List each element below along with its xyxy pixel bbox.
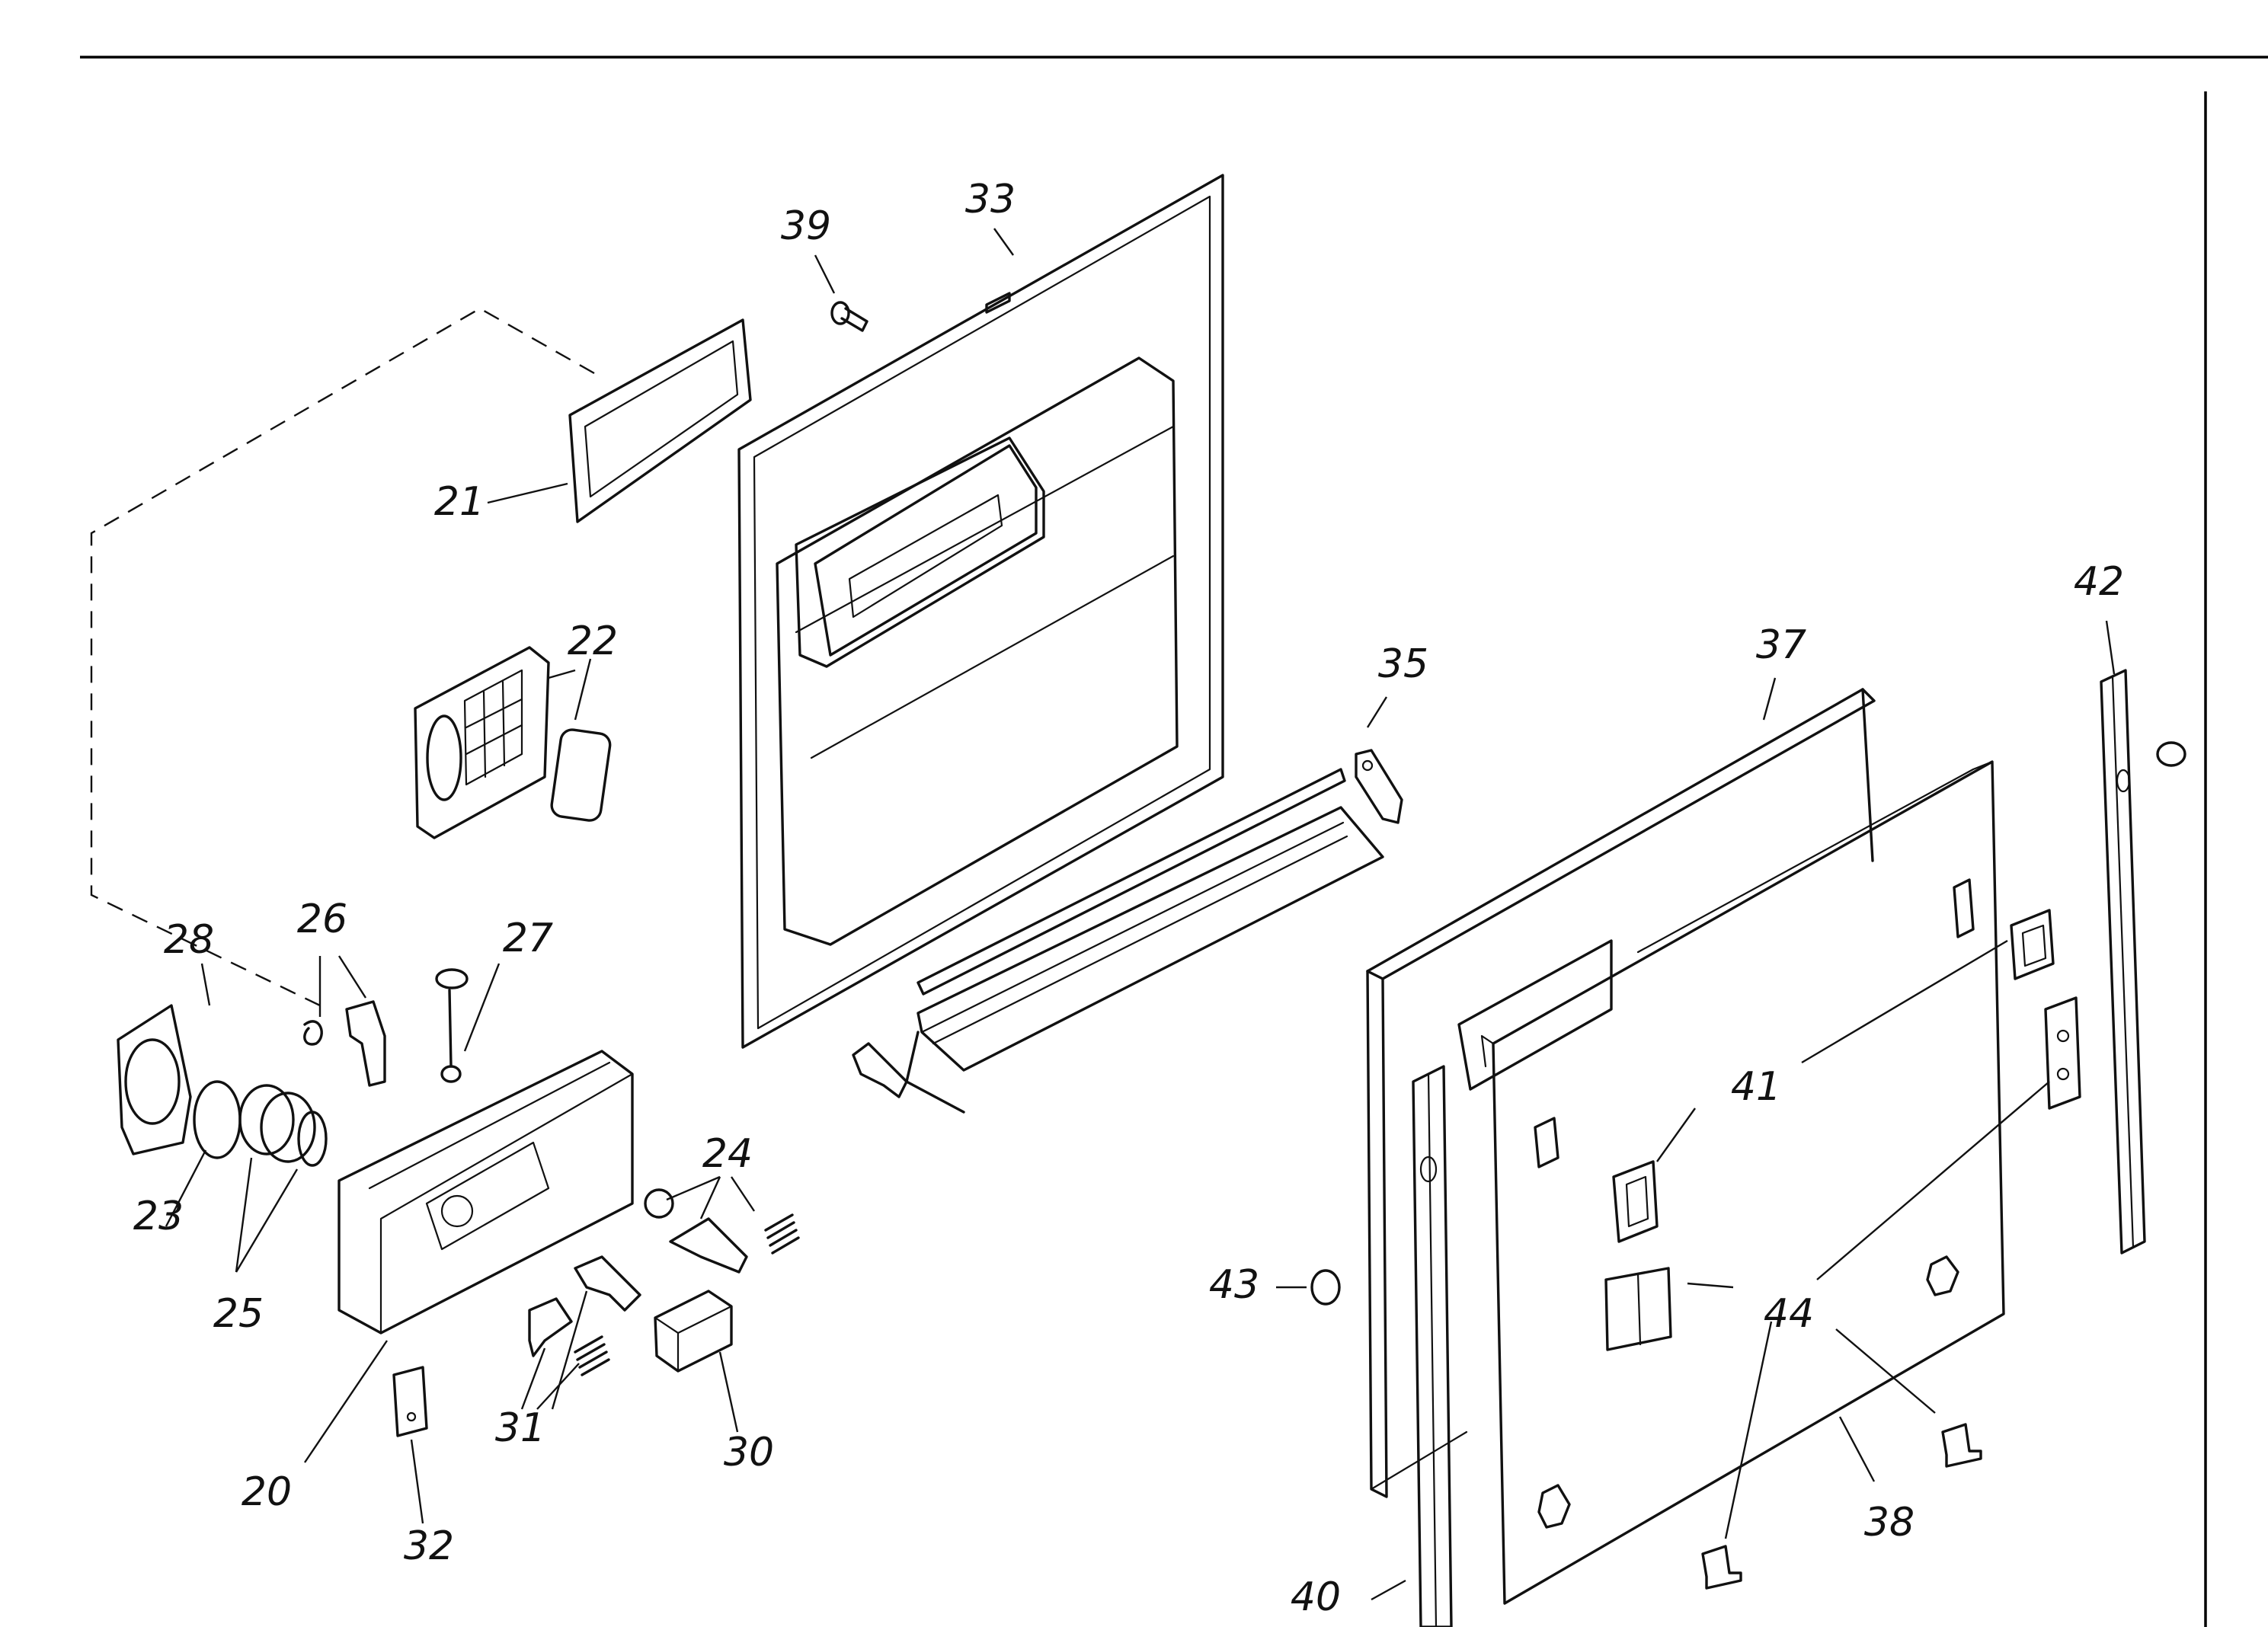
bracket-lower xyxy=(1604,1267,1672,1351)
door-switch xyxy=(654,1290,733,1373)
callout-30: 30 xyxy=(724,1430,774,1475)
latch-clip xyxy=(528,1297,573,1357)
callout-31: 31 xyxy=(495,1405,545,1451)
door-catch-upper xyxy=(2010,909,2055,980)
spring-small xyxy=(574,1335,610,1376)
callout-27: 27 xyxy=(503,916,553,961)
page-frame xyxy=(80,56,2268,1627)
callout-21: 21 xyxy=(434,479,485,525)
plug-cap-right xyxy=(2156,741,2186,767)
callout-40: 40 xyxy=(1291,1574,1341,1620)
handle-cover xyxy=(117,1004,192,1156)
filter-box xyxy=(414,646,550,839)
hinge-clip xyxy=(852,1042,908,1098)
foot-right xyxy=(1941,1423,1982,1468)
small-spring xyxy=(303,1020,323,1046)
ball xyxy=(644,1188,674,1219)
bracket-upper xyxy=(2044,996,2081,1110)
callout-44: 44 xyxy=(1764,1291,1814,1337)
callout-22: 22 xyxy=(568,619,618,664)
outer-door-panel xyxy=(1457,760,2005,1605)
pin-with-cap xyxy=(435,968,469,1083)
leader-lines xyxy=(165,228,2116,1601)
small-plate xyxy=(392,1366,428,1437)
hinge-bracket xyxy=(1355,749,1403,824)
right-side-profile xyxy=(2100,669,2146,1255)
callout-35: 35 xyxy=(1378,641,1428,687)
spring-right xyxy=(764,1213,800,1255)
filter-seal xyxy=(550,728,612,822)
lever-pin xyxy=(345,1000,386,1087)
dispenser-lever xyxy=(669,1217,748,1274)
callout-20: 20 xyxy=(242,1469,292,1515)
screw xyxy=(830,301,868,332)
callout-26: 26 xyxy=(297,897,347,942)
callout-24: 24 xyxy=(702,1131,753,1177)
assembly-dashed-line xyxy=(90,307,595,1007)
callout-28: 28 xyxy=(164,917,214,963)
dispenser-housing xyxy=(337,1050,634,1335)
callout-38: 38 xyxy=(1864,1500,1915,1545)
callout-23: 23 xyxy=(133,1194,184,1239)
callout-41: 41 xyxy=(1731,1064,1781,1110)
door-catch-lower xyxy=(1612,1160,1659,1243)
plug-cap xyxy=(1310,1269,1341,1306)
callout-32: 32 xyxy=(404,1523,454,1569)
callout-25: 25 xyxy=(213,1291,264,1337)
callout-42: 42 xyxy=(2074,559,2124,605)
foot-left xyxy=(1701,1545,1742,1590)
callout-39: 39 xyxy=(781,203,831,249)
knob-ring xyxy=(297,1111,328,1167)
side-profile-strip xyxy=(1412,1065,1453,1627)
callout-33: 33 xyxy=(965,177,1016,222)
inner-door-panel xyxy=(737,174,1224,1049)
ring-seal xyxy=(193,1080,242,1159)
callout-37: 37 xyxy=(1756,622,1806,668)
rotary-knob xyxy=(238,1084,316,1163)
callout-43: 43 xyxy=(1209,1262,1259,1308)
window-seal-frame xyxy=(568,318,752,523)
trigger-rod xyxy=(574,1255,641,1312)
